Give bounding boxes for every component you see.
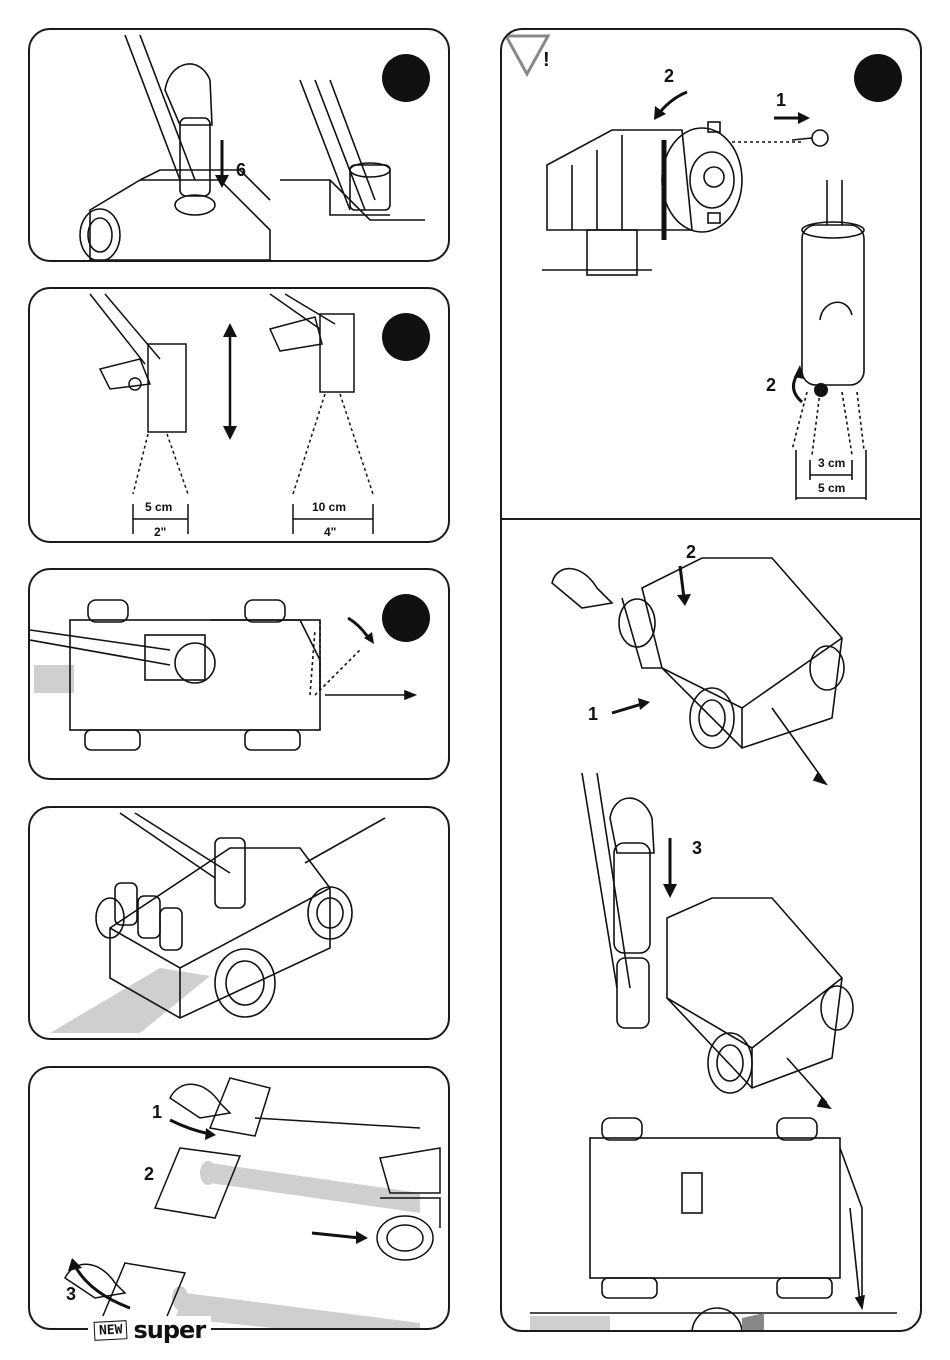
step-label-3: 3: [692, 838, 702, 859]
step-label-1: 1: [152, 1102, 162, 1123]
dim-right-metric: 10 cm: [312, 500, 346, 514]
step-label-3: 3: [66, 1284, 76, 1305]
logo-new: NEW: [94, 1320, 128, 1341]
logo-super: super: [133, 1316, 205, 1344]
step-label-2: 2: [144, 1164, 154, 1185]
step-badge: [382, 594, 430, 642]
step-label: 6: [236, 160, 246, 181]
step-badge: [382, 313, 430, 361]
panel-top-view: [28, 568, 450, 780]
dim-right-imperial: 4": [324, 525, 336, 539]
brand-logo: NEW super: [88, 1316, 211, 1344]
step-label-2a: 2: [664, 66, 674, 87]
panel-test-stripe: 1 2 3: [28, 1066, 450, 1330]
illustration-test-stripe: [30, 1068, 450, 1330]
dim-left-imperial: 2": [154, 525, 166, 539]
step-label-1: 1: [588, 704, 598, 725]
step-label-2: 2: [686, 542, 696, 563]
dim-inner: 3 cm: [818, 456, 845, 470]
step-badge: [382, 54, 430, 102]
dim-left-metric: 5 cm: [145, 500, 172, 514]
illustration-adjust-nozzle: [502, 30, 922, 518]
panel-right: !: [500, 28, 922, 1332]
step-label-1: 1: [776, 90, 786, 111]
dim-outer: 5 cm: [818, 481, 845, 495]
illustration-install: [502, 518, 922, 1332]
step-label-2b: 2: [766, 375, 776, 396]
panel-cart-perspective: [28, 806, 450, 1040]
panel-spray-height: 5 cm 2" 10 cm 4": [28, 287, 450, 543]
panel-load-can: 6: [28, 28, 450, 262]
illustration-cart-perspective: [30, 808, 450, 1040]
